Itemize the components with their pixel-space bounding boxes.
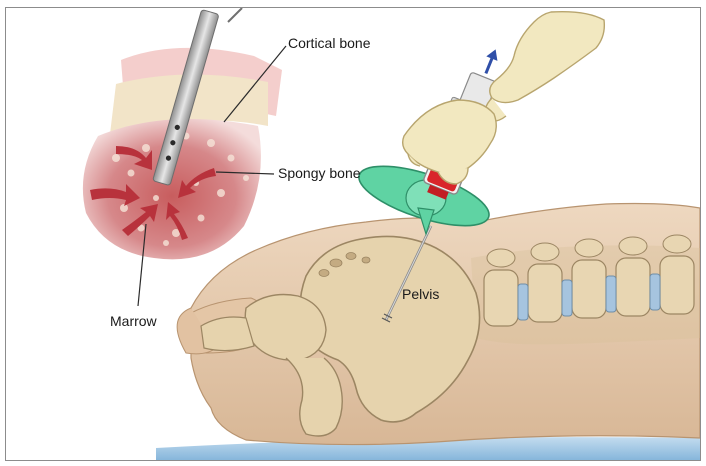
label-cortical-bone: Cortical bone bbox=[288, 35, 371, 51]
spine bbox=[471, 235, 700, 344]
label-spongy-bone: Spongy bone bbox=[278, 165, 361, 181]
bone-marrow-biopsy-illustration: Cortical bone Spongy bone Marrow Pelvis bbox=[6, 8, 700, 460]
label-pelvis: Pelvis bbox=[402, 286, 439, 302]
label-marrow: Marrow bbox=[110, 313, 158, 329]
diagram-frame: Cortical bone Spongy bone Marrow Pelvis bbox=[5, 7, 701, 461]
gloved-hands bbox=[403, 12, 605, 184]
bone-cross-section-inset bbox=[83, 8, 282, 259]
